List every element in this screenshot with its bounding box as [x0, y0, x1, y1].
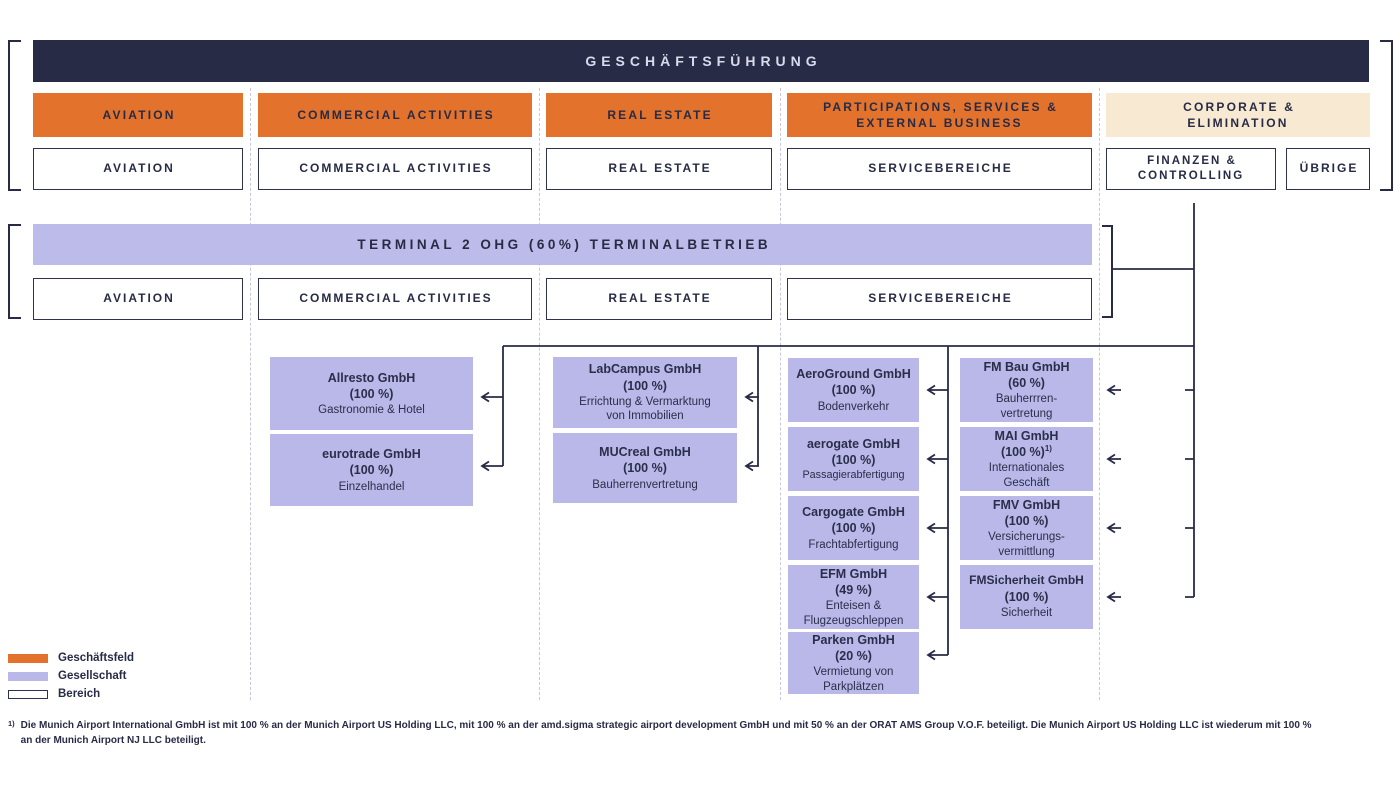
company-share: (100 %)	[623, 461, 667, 476]
company-name: Cargogate GmbH	[802, 505, 905, 520]
company-eurotrade: eurotrade GmbH (100 %) Einzelhandel	[270, 434, 473, 506]
division-aviation: AVIATION	[33, 148, 243, 190]
column-separator	[780, 88, 781, 700]
company-name: aerogate GmbH	[806, 436, 901, 451]
company-desc: Frachtabfertigung	[808, 538, 899, 551]
division-finanzen-controlling: FINANZEN & CONTROLLING	[1106, 148, 1276, 190]
legend-row-gesellschaft: Gesellschaft	[8, 667, 134, 685]
terminal-division-aviation: AVIATION	[33, 278, 243, 320]
right-bracket-top	[1380, 40, 1393, 191]
legend-label: Bereich	[58, 688, 101, 700]
company-desc: Errichtung & Vermarktung von Immobilien	[579, 395, 711, 423]
company-desc: Sicherheit	[1000, 607, 1053, 620]
company-name: LabCampus GmbH	[588, 362, 702, 377]
company-aerogate: aerogate GmbH (100 %) Passagierabfertigu…	[788, 427, 919, 491]
terminal2-bar: TERMINAL 2 OHG (60%) TERMINALBETRIEB	[33, 224, 1092, 265]
legend-label: Geschäftsfeld	[58, 652, 135, 664]
legend-label: Gesellschaft	[58, 670, 127, 682]
company-desc: Gastronomie & Hotel	[318, 404, 425, 417]
legend-swatch-lavender	[8, 671, 48, 681]
company-share: (100 %)	[623, 378, 667, 393]
terminal-division-commercial-activities: COMMERCIAL ACTIVITIES	[258, 278, 532, 320]
field-corporate-elimination: CORPORATE & ELIMINATION	[1106, 93, 1370, 137]
company-mai: MAI GmbH (100 %)1) Internationales Gesch…	[960, 427, 1093, 491]
left-bracket-terminal	[8, 224, 21, 319]
terminal-division-real-estate: REAL ESTATE	[546, 278, 772, 320]
company-name: MUCreal GmbH	[599, 445, 691, 460]
footnote-text: Die Munich Airport International GmbH is…	[21, 718, 1312, 748]
division-uebrige: ÜBRIGE	[1286, 148, 1370, 190]
terminal2-label: TERMINAL 2 OHG (60%) TERMINALBETRIEB	[357, 237, 772, 252]
footnote-marker-sup: 1)	[1044, 444, 1052, 454]
company-share: (60 %)	[1008, 376, 1045, 391]
footnote-line2: an der Munich Airport NJ LLC beteiligt.	[20, 735, 206, 746]
company-share: (100 %)1)	[1001, 444, 1052, 460]
company-share: (100 %)	[349, 386, 394, 401]
field-participations: PARTICIPATIONS, SERVICES & EXTERNAL BUSI…	[787, 93, 1092, 137]
company-desc: Vermietung von Parkplätzen	[813, 666, 894, 693]
management-bar: GESCHÄFTSFÜHRUNG	[33, 40, 1369, 82]
footnote: 1) Die Munich Airport International GmbH…	[8, 718, 1393, 748]
company-desc: Enteisen & Flugzeugschleppen	[803, 600, 904, 627]
company-name: FM Bau GmbH	[983, 359, 1070, 374]
column-separator	[539, 88, 540, 700]
company-name: FMSicherheit GmbH	[969, 573, 1084, 588]
company-fmbau: FM Bau GmbH (60 %) Bauherrren- vertretun…	[960, 358, 1093, 422]
field-real-estate: REAL ESTATE	[546, 93, 772, 137]
company-desc: Bauherrren- vertretung	[995, 393, 1058, 420]
footnote-line1: Die Munich Airport International GmbH is…	[20, 720, 1312, 731]
left-bracket-top	[8, 40, 21, 191]
company-share: (100 %)	[1004, 514, 1049, 529]
division-real-estate: REAL ESTATE	[546, 148, 772, 190]
company-share: (49 %)	[835, 583, 872, 598]
company-parken: Parken GmbH (20 %) Vermietung von Parkpl…	[788, 632, 919, 694]
field-aviation: AVIATION	[33, 93, 243, 137]
division-commercial-activities: COMMERCIAL ACTIVITIES	[258, 148, 532, 190]
column-separator	[250, 88, 251, 700]
company-share: (100 %)	[349, 463, 394, 478]
legend-swatch-outline	[8, 689, 48, 699]
company-mucreal: MUCreal GmbH (100 %) Bauherrenvertretung	[553, 433, 737, 503]
company-allresto: Allresto GmbH (100 %) Gastronomie & Hote…	[270, 357, 473, 430]
terminal-right-bracket	[1102, 225, 1113, 318]
management-title: GESCHÄFTSFÜHRUNG	[585, 53, 822, 69]
company-share: (100 %)	[831, 452, 876, 467]
column-separator	[1099, 88, 1100, 700]
company-desc: Versicherungs- vermittlung	[988, 531, 1065, 558]
legend-swatch-orange	[8, 653, 48, 663]
company-share: (100 %)	[831, 521, 876, 536]
legend-row-bereich: Bereich	[8, 685, 134, 703]
company-aeroground: AeroGround GmbH (100 %) Bodenverkehr	[788, 358, 919, 422]
company-share: (100 %)	[831, 383, 876, 398]
company-name: MAI GmbH	[994, 428, 1059, 443]
company-labcampus: LabCampus GmbH (100 %) Errichtung & Verm…	[553, 357, 737, 428]
division-servicebereiche: SERVICEBEREICHE	[787, 148, 1092, 190]
company-fmsicherheit: FMSicherheit GmbH (100 %) Sicherheit	[960, 565, 1093, 629]
company-fmv: FMV GmbH (100 %) Versicherungs- vermittl…	[960, 496, 1093, 560]
company-desc: Passagierabfertigung	[802, 469, 905, 481]
company-efm: EFM GmbH (49 %) Enteisen & Flugzeugschle…	[788, 565, 919, 629]
company-name: eurotrade GmbH	[322, 447, 421, 462]
company-cargogate: Cargogate GmbH (100 %) Frachtabfertigung	[788, 496, 919, 560]
company-share: (20 %)	[835, 649, 872, 664]
company-desc: Internationales Geschäft	[988, 462, 1065, 489]
company-name: Parken GmbH	[812, 632, 895, 647]
company-share: (100 %)	[1004, 589, 1049, 604]
company-name: AeroGround GmbH	[796, 367, 911, 382]
legend: Geschäftsfeld Gesellschaft Bereich	[8, 649, 134, 703]
terminal-division-servicebereiche: SERVICEBEREICHE	[787, 278, 1092, 320]
field-commercial-activities: COMMERCIAL ACTIVITIES	[258, 93, 532, 137]
company-desc: Bauherrenvertretung	[592, 478, 698, 491]
company-desc: Bodenverkehr	[817, 400, 890, 413]
company-name: EFM GmbH	[819, 566, 888, 581]
company-desc: Einzelhandel	[338, 480, 405, 493]
footnote-marker: 1)	[8, 719, 15, 728]
legend-row-geschaeftsfeld: Geschäftsfeld	[8, 649, 134, 667]
company-name: FMV GmbH	[992, 497, 1061, 512]
company-name: Allresto GmbH	[327, 370, 416, 385]
